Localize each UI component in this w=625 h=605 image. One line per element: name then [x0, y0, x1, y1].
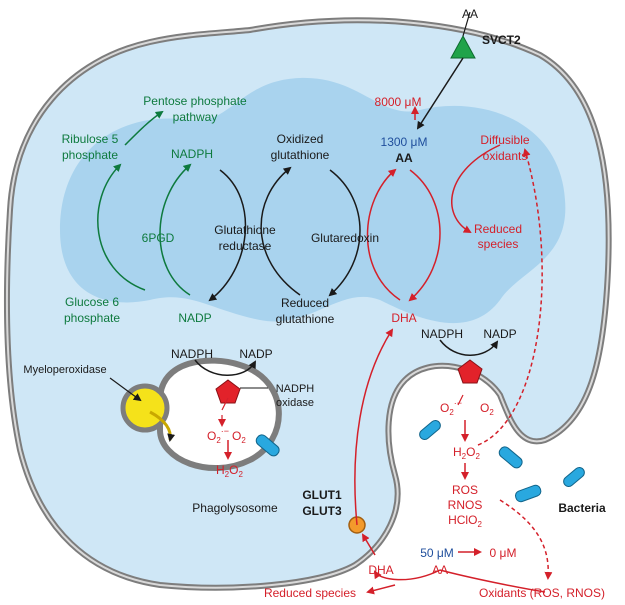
- superoxide-right-label: O2·−: [440, 398, 462, 417]
- diffusible-oxidants-line1: Diffusible: [480, 133, 529, 147]
- glucose-line2: phosphate: [64, 311, 120, 325]
- glucose-line1: Glucose 6: [65, 295, 119, 309]
- nadph-oxidase-right-icon: [457, 359, 483, 384]
- glut3-label: GLUT3: [302, 504, 342, 518]
- nadp-right-label: NADP: [483, 327, 516, 341]
- oxygen-right-label: O2: [480, 401, 494, 417]
- reduced-glutathione-line2: glutathione: [276, 312, 335, 326]
- ribulose-line2: phosphate: [62, 148, 118, 162]
- reduced-species-line2: species: [478, 237, 519, 251]
- nucleus-blob: [60, 77, 566, 324]
- oxygen-left-label: O2: [232, 429, 246, 445]
- aa-outside-label: AA: [462, 7, 478, 21]
- conc-50-label: 50 μM: [420, 546, 454, 560]
- oxidized-glutathione-line2: glutathione: [271, 148, 330, 162]
- phagolysosome-membrane: [157, 357, 282, 471]
- aa-outside-bottom-label: AA: [432, 563, 448, 577]
- bacterium: [498, 446, 523, 469]
- conc-1300-label: 1300 μM: [381, 135, 428, 149]
- nadph-oxidase-line2: oxidase: [276, 397, 314, 409]
- bacterium: [563, 467, 585, 487]
- oxidants-outer-label: Oxidants (ROS, RNOS): [479, 586, 605, 600]
- h2o2-left-label: H2O2: [216, 463, 243, 479]
- nadp-green-label: NADP: [178, 311, 211, 325]
- svct2-label: SVCT2: [482, 33, 521, 47]
- dha-inside-label: DHA: [391, 311, 416, 325]
- phagolysosome-label: Phagolysosome: [192, 501, 278, 515]
- nadph-oxidase-left-icon: [215, 379, 241, 404]
- oxidized-glutathione-line1: Oxidized: [277, 132, 324, 146]
- pentose-pathway-line2: pathway: [173, 110, 218, 124]
- nadph-oxidase-line1: NADPH: [276, 383, 315, 395]
- 6pgd-label: 6PGD: [142, 231, 175, 245]
- myeloperoxidase-label: Myeloperoxidase: [23, 364, 106, 376]
- conc-8000-label: 8000 μM: [375, 95, 422, 109]
- conc-0-label: 0 μM: [490, 546, 517, 560]
- superoxide-left-label: O2·−: [207, 426, 229, 445]
- aa-inside-label: AA: [395, 151, 413, 165]
- glutathione-reductase-line2: reductase: [219, 239, 272, 253]
- bacterium: [419, 420, 441, 440]
- diffusible-oxidants-line2: oxidants: [483, 149, 528, 163]
- glut1-label: GLUT1: [302, 488, 342, 502]
- pentose-pathway-line1: Pentose phosphate: [143, 94, 247, 108]
- reduced-glutathione-line1: Reduced: [281, 296, 329, 310]
- nadp-left-label: NADP: [239, 347, 272, 361]
- rnos-label: RNOS: [448, 498, 483, 512]
- glutaredoxin-label: Glutaredoxin: [311, 231, 379, 245]
- nadph-left-label: NADPH: [171, 347, 213, 361]
- ribulose-line1: Ribulose 5: [62, 132, 119, 146]
- bacteria-label: Bacteria: [558, 501, 606, 515]
- h2o2-right-label: H2O2: [453, 445, 480, 461]
- dha-outside-label: DHA: [368, 563, 393, 577]
- bacterium: [514, 484, 542, 503]
- reduced-species-outer-label: Reduced species: [264, 586, 356, 600]
- glutathione-reductase-line1: Glutathione: [214, 223, 276, 237]
- hclo-label: HClO2: [448, 513, 482, 529]
- bacterium: [255, 434, 280, 457]
- ros-label: ROS: [452, 483, 478, 497]
- nadph-green-label: NADPH: [171, 147, 213, 161]
- nadph-right-label: NADPH: [421, 327, 463, 341]
- reduced-species-line1: Reduced: [474, 222, 522, 236]
